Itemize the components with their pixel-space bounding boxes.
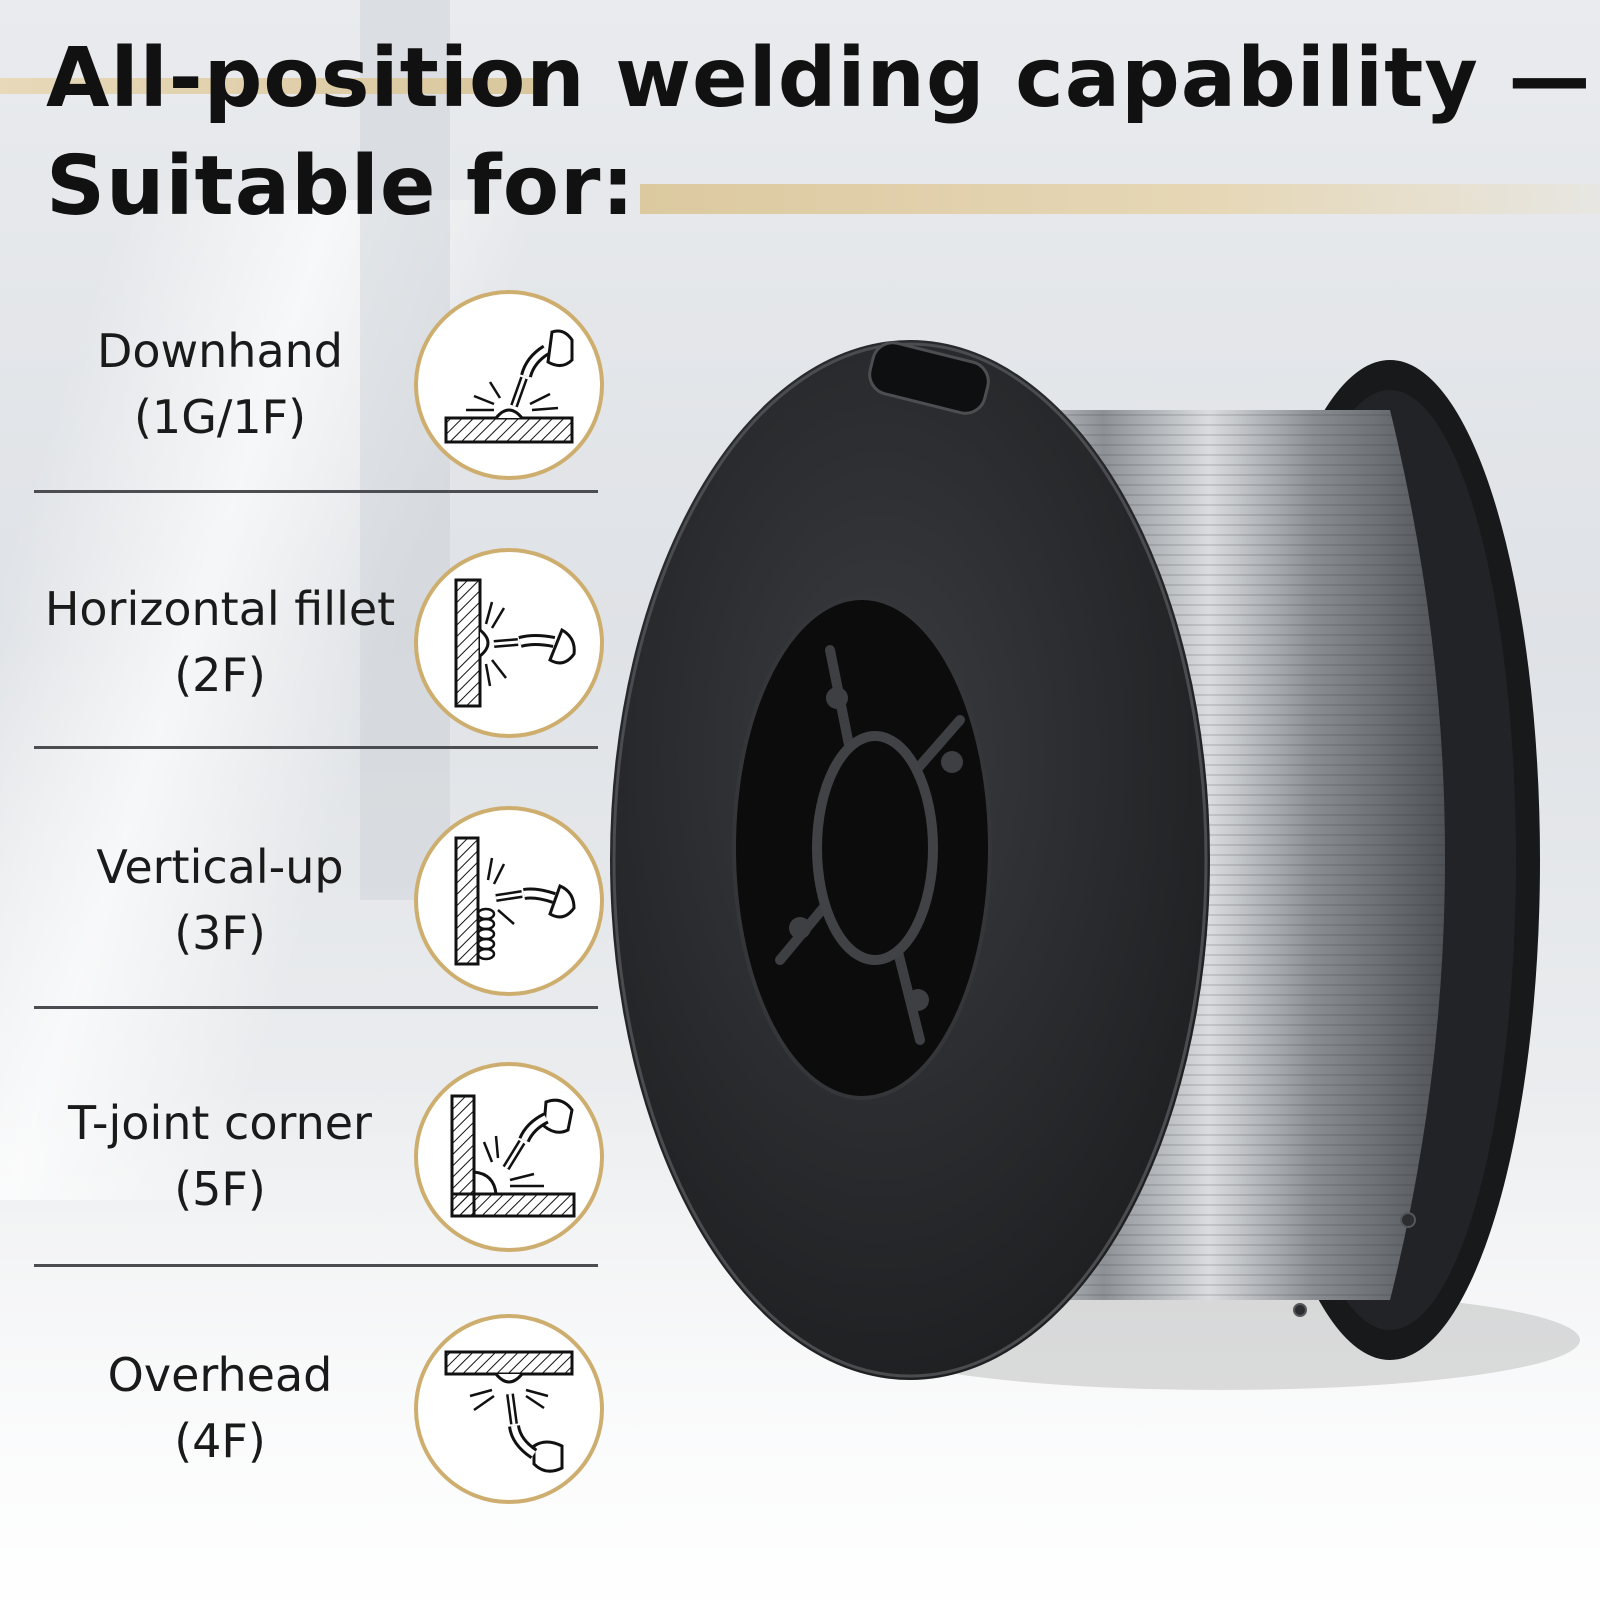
position-item-vertical-up: Vertical-up (3F) — [0, 798, 620, 998]
position-code: (4F) — [174, 1414, 266, 1468]
position-name: Downhand — [96, 324, 344, 378]
divider — [34, 746, 598, 749]
downhand-weld-icon — [414, 290, 604, 480]
position-name: Overhead — [107, 1348, 333, 1402]
position-label: Downhand (1G/1F) — [0, 318, 440, 450]
position-label: Vertical-up (3F) — [0, 834, 440, 966]
position-code: (3F) — [174, 906, 266, 960]
position-label: Overhead (4F) — [0, 1342, 440, 1474]
position-code: (2F) — [174, 648, 266, 702]
position-code: (1G/1F) — [133, 390, 307, 444]
position-label: T-joint corner (5F) — [0, 1090, 440, 1222]
vertical-up-weld-icon — [414, 806, 604, 996]
position-item-overhead: Overhead (4F) — [0, 1306, 620, 1506]
divider — [34, 1006, 598, 1009]
position-code: (5F) — [174, 1162, 266, 1216]
horizontal-fillet-weld-icon — [414, 548, 604, 738]
welding-wire-spool-image — [610, 340, 1580, 1390]
t-joint-corner-weld-icon — [414, 1062, 604, 1252]
accent-bar-middle — [640, 184, 1600, 214]
headline-line-2: Suitable for: — [46, 139, 636, 234]
position-item-horizontal-fillet: Horizontal fillet (2F) — [0, 540, 620, 740]
position-item-t-joint-corner: T-joint corner (5F) — [0, 1054, 620, 1254]
headline-line-1: All-position welding capability — — [46, 31, 1592, 126]
position-name: Horizontal fillet — [44, 582, 396, 636]
position-name: Vertical-up — [96, 840, 344, 894]
position-name: T-joint corner — [68, 1096, 372, 1150]
overhead-weld-icon — [414, 1314, 604, 1504]
position-item-downhand: Downhand (1G/1F) — [0, 282, 620, 482]
position-label: Horizontal fillet (2F) — [0, 576, 440, 708]
divider — [34, 1264, 598, 1267]
divider — [34, 490, 598, 493]
accent-bar-top — [0, 78, 540, 94]
